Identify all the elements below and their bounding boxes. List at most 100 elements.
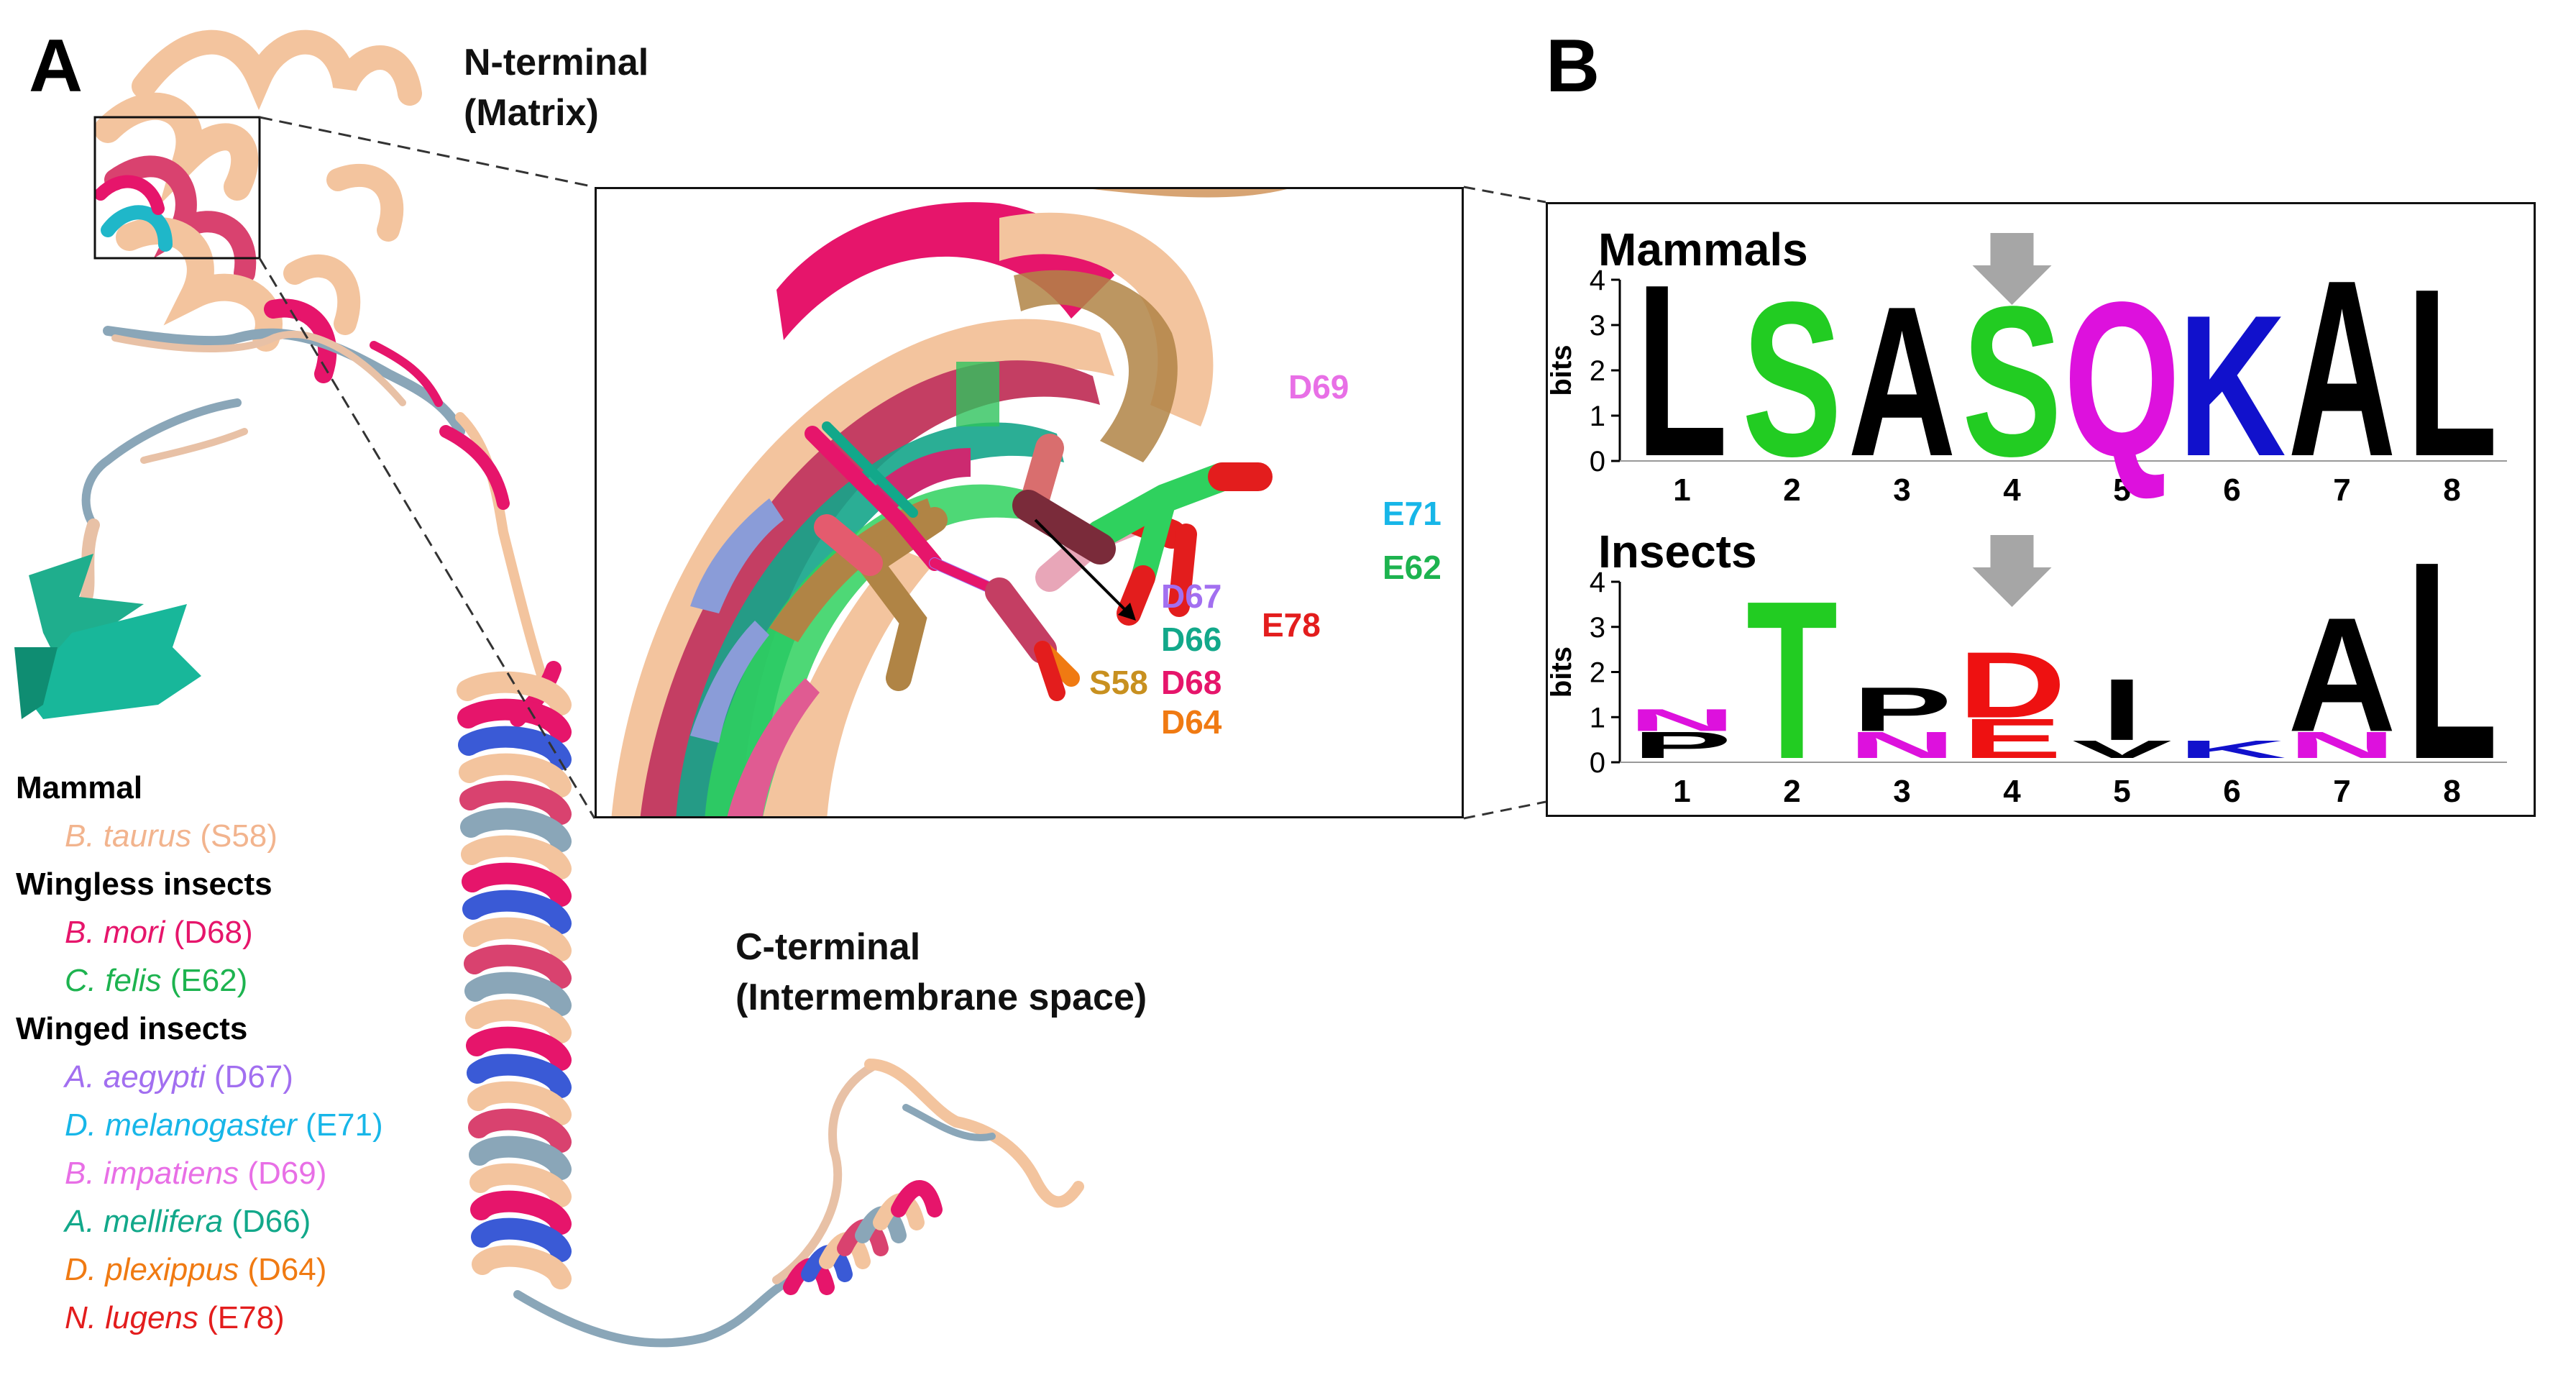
- legend-species-name: D. melanogaster: [65, 1107, 297, 1143]
- helix-turn: [891, 1180, 943, 1217]
- mammals-title: Mammals: [1598, 224, 1808, 275]
- helix-turn: [463, 917, 572, 961]
- helix-turn: [465, 999, 572, 1043]
- insects-title: Insects: [1598, 526, 1757, 577]
- insects-logo-letter: L: [2406, 503, 2498, 815]
- y-tick-label: 2: [1590, 355, 1605, 387]
- insects-logo-letter: P: [1632, 724, 1732, 766]
- legend-species-name: B. mori: [65, 915, 165, 950]
- label-d68: D68: [1161, 664, 1222, 701]
- mammals-logo-letter: A: [2288, 228, 2396, 509]
- legend-entry: N. lugens (E78): [16, 1294, 383, 1342]
- x-position-label: 5: [2113, 774, 2130, 809]
- inset-marker-box: [93, 116, 261, 260]
- legend-species-name: A. mellifera: [65, 1204, 224, 1239]
- x-position-label: 7: [2333, 472, 2350, 508]
- c-terminal-label: C-terminal (Intermembrane space): [735, 922, 1147, 1023]
- loop-region: [65, 326, 551, 695]
- helix-turn: [457, 698, 572, 743]
- helix-turn: [464, 944, 572, 989]
- legend-residue: (E62): [161, 963, 248, 998]
- label-d64: D64: [1161, 703, 1222, 741]
- x-position-label: 1: [1673, 472, 1690, 508]
- helix-turn: [469, 1135, 572, 1180]
- legend-entry: B. impatiens (D69): [16, 1149, 383, 1197]
- zoom-connector-top: [259, 116, 595, 188]
- zoomed-helix-illustration: [597, 189, 1462, 816]
- insects-logo-letter: D: [1958, 633, 2066, 738]
- x-position-label: 6: [2223, 472, 2240, 508]
- label-d66: D66: [1161, 621, 1222, 658]
- legend-entry: A. aegypti (D67): [16, 1053, 383, 1101]
- y-tick-label: 0: [1590, 747, 1605, 779]
- y-tick-label: 1: [1590, 702, 1605, 734]
- x-position-label: 3: [1893, 774, 1910, 809]
- helix-turn: [466, 1026, 572, 1071]
- c-terminal-region: [513, 1059, 1084, 1348]
- mammals-logo-letter: S: [1742, 256, 1842, 503]
- helix-turn: [460, 808, 572, 852]
- insects-logo-letter: E: [1962, 708, 2062, 770]
- legend-wingless-header: Wingless insects: [16, 867, 272, 902]
- mammals-logo-letter: K: [2178, 274, 2286, 498]
- x-position-label: 8: [2443, 472, 2460, 508]
- y-tick-label: 4: [1590, 567, 1605, 598]
- legend-species-name: C. felis: [65, 963, 162, 998]
- mammals-position-4-arrow: [1972, 233, 2052, 305]
- insects-logo-letter: A: [2288, 584, 2396, 766]
- y-axis-label: bits: [1548, 344, 1577, 396]
- y-axis-label: bits: [1548, 646, 1577, 698]
- legend-entry: B. mori (D68): [16, 908, 383, 956]
- legend-entry: B. taurus (S58): [16, 812, 383, 860]
- mammals-logo-letter: L: [2406, 239, 2498, 506]
- beta-sheet: [14, 554, 201, 719]
- n-terminal-title: N-terminal: [464, 42, 649, 83]
- label-d69: D69: [1288, 368, 1349, 406]
- helix-turn: [457, 671, 572, 716]
- zoom-connector-bottom: [258, 257, 596, 819]
- label-e78: E78: [1262, 606, 1321, 644]
- legend-species-name: A. aegypti: [65, 1059, 206, 1095]
- helix-turn: [462, 890, 572, 934]
- mammals-logo-letter: Q: [2063, 256, 2180, 503]
- legend-mammal-header: Mammal: [16, 770, 143, 805]
- legend-species-name: D. plexippus: [65, 1252, 239, 1287]
- legend-residue: (E78): [198, 1300, 285, 1335]
- helix-turn: [471, 1217, 572, 1262]
- legend-residue: (D69): [239, 1156, 327, 1191]
- x-position-label: 6: [2223, 774, 2240, 809]
- n-terminal-subtitle: (Matrix): [464, 92, 599, 134]
- panel-b-letter: B: [1546, 24, 1600, 108]
- legend-species-name: B. taurus: [65, 818, 192, 854]
- x-position-label: 2: [1783, 774, 1800, 809]
- label-s58: S58: [1089, 664, 1148, 701]
- insects-logo-letter: N: [1628, 703, 1736, 738]
- legend-species-name: B. impatiens: [65, 1156, 239, 1191]
- zoomed-inset: D69 E71 E62 D67 E78 D66 S58 D68 D64: [595, 187, 1464, 818]
- c-terminal-coils: [783, 1180, 943, 1295]
- x-position-label: 1: [1673, 774, 1690, 809]
- insects-position-4-arrow: [1972, 535, 2052, 607]
- helix-turn: [472, 1245, 572, 1289]
- helix-turn: [467, 1081, 572, 1125]
- helix-turn: [467, 1054, 572, 1098]
- helix-turn: [470, 1190, 572, 1235]
- insects-logo-letter: N: [1848, 724, 1956, 766]
- n-terminal-helices: [94, 29, 422, 383]
- logo-connector-top: [1464, 186, 1546, 204]
- y-tick-label: 3: [1590, 310, 1605, 342]
- legend-residue: (D68): [165, 915, 253, 950]
- x-position-label: 2: [1783, 472, 1800, 508]
- x-position-label: 4: [2003, 472, 2021, 508]
- insects-logo-letter: T: [1746, 554, 1838, 806]
- insects-logo-letter: I: [2101, 661, 2143, 759]
- helix-turn: [461, 835, 572, 879]
- legend-entry: C. felis (E62): [16, 956, 383, 1005]
- pointer-arrow-line: [1034, 518, 1130, 615]
- panel-a-letter: A: [29, 24, 83, 108]
- species-legend: Mammal B. taurus (S58) Wingless insects …: [16, 764, 383, 1342]
- y-tick-label: 1: [1590, 401, 1605, 432]
- mammals-logo-letter: A: [1848, 262, 1956, 501]
- x-position-label: 4: [2003, 774, 2021, 809]
- legend-residue: (S58): [191, 818, 278, 854]
